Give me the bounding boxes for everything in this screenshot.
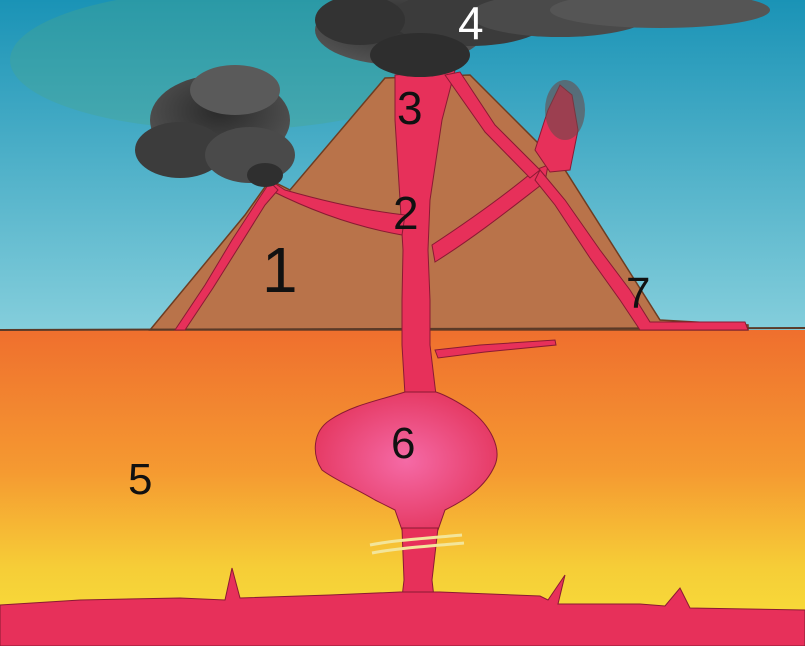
label-1: 1 (262, 238, 298, 302)
ash-puff-right (545, 80, 585, 140)
label-3: 3 (397, 85, 423, 131)
label-6: 6 (391, 422, 415, 466)
label-4: 4 (458, 0, 484, 46)
label-5: 5 (128, 458, 152, 502)
label-7: 7 (626, 272, 650, 316)
label-2: 2 (393, 190, 419, 236)
